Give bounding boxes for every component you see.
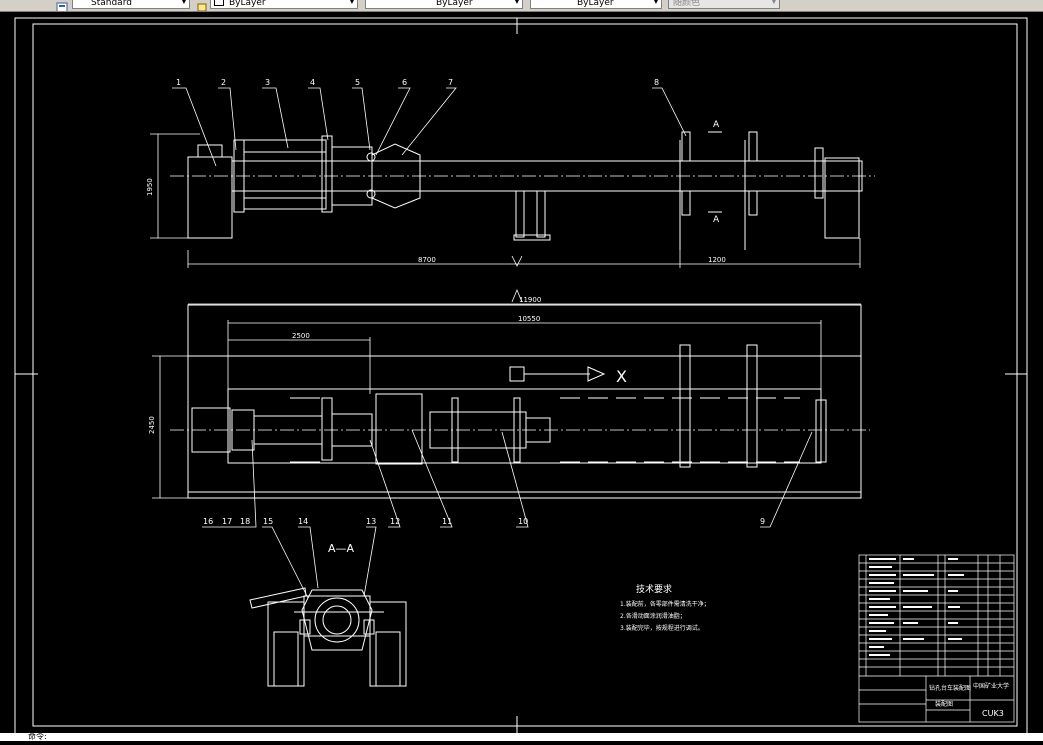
chevron-down-icon: ▼ [652,0,659,5]
dim-width-side: 1200 [708,256,726,264]
section-marker-top: A [713,120,720,130]
outer-frame [14,17,1028,735]
linetype-combo[interactable]: ByLayer ▼ [365,0,523,9]
part-label-14: 14 [298,517,308,526]
title-block-drawing-name: 钻孔台车装配图 [929,684,971,692]
dim-height-front: 1950 [146,178,154,196]
dim-length-main: 8700 [418,256,436,264]
part-label-9: 9 [760,517,765,526]
linetype-value: ByLayer [436,0,473,8]
part-label-16: 16 [203,517,213,526]
chevron-down-icon: ▼ [348,0,355,5]
part-label-18: 18 [240,517,250,526]
part-label-4: 4 [310,78,315,87]
tech-req-item-2: 2.各滑动面涂润滑油脂； [620,612,686,620]
lineweight-value: ByLayer [577,0,614,8]
dim-inner-length: 10550 [518,315,540,323]
lineweight-combo[interactable]: ByLayer ▼ [530,0,662,9]
text-style-value: Standard [91,0,132,8]
chevron-down-icon: ▼ [180,0,187,5]
title-block-sub-name: 装配图 [935,700,953,708]
cad-drawing[interactable]: 1 2 3 4 5 6 7 8 9 10 11 12 13 14 15 16 1… [0,12,1043,741]
part-label-8: 8 [654,78,659,87]
drawing-canvas[interactable]: 1 2 3 4 5 6 7 8 9 10 11 12 13 14 15 16 1… [0,12,1043,741]
part-label-10: 10 [518,517,528,526]
text-style-icon[interactable] [56,0,68,11]
part-label-5: 5 [355,78,360,87]
section-a-a-view [249,587,407,687]
tech-req-item-1: 1.装配前，各零部件需清洗干净； [620,600,710,608]
title-block-company: 中国矿业大学 [973,682,1009,690]
ucs-axis-x-label: X [616,367,627,386]
title-block-text-marks [869,558,964,656]
part-label-12: 12 [390,517,400,526]
inner-frame [32,23,1018,727]
part-label-11: 11 [442,517,452,526]
title-block-code: CUK3 [982,709,1004,718]
title-block [858,554,1015,723]
layer-value: ByLayer [229,0,266,8]
part-label-3: 3 [265,78,270,87]
plot-style-value: 随颜色 [673,0,701,8]
part-label-17: 17 [222,517,232,526]
layer-combo[interactable]: ByLayer ▼ [210,0,358,9]
text-style-combo[interactable]: Standard ▼ [72,0,190,9]
chevron-down-icon: ▼ [513,0,520,5]
tech-req-item-3: 3.装配完毕，按规程进行调试。 [620,624,704,632]
part-label-1: 1 [176,78,181,87]
dim-width-plan: 2450 [148,416,156,434]
part-label-6: 6 [402,78,407,87]
dim-total-length: 11900 [519,296,541,304]
front-view-dimensions [150,133,861,268]
tech-req-title: 技术要求 [636,583,672,595]
section-title: A—A [328,542,355,555]
plot-style-combo[interactable]: 随颜色 ▼ [668,0,780,9]
chevron-down-icon: ▼ [770,0,777,5]
plan-view-dimensions [152,288,861,499]
part-label-15: 15 [263,517,273,526]
properties-toolbar: Standard ▼ ByLayer ▼ ByLayer ▼ ByLayer ▼… [0,0,1043,12]
color-swatch [214,0,224,6]
part-label-7: 7 [448,78,453,87]
command-line[interactable]: 命令: [0,733,1043,741]
leader-lines [172,87,813,599]
front-view [170,131,875,250]
part-label-13: 13 [366,517,376,526]
section-marker-bottom: A [713,215,720,225]
layer-icon[interactable] [196,0,208,11]
dim-offset-len: 2500 [292,332,310,340]
plan-view [170,304,870,499]
command-prompt: 命令: [28,733,47,741]
part-label-2: 2 [221,78,226,87]
